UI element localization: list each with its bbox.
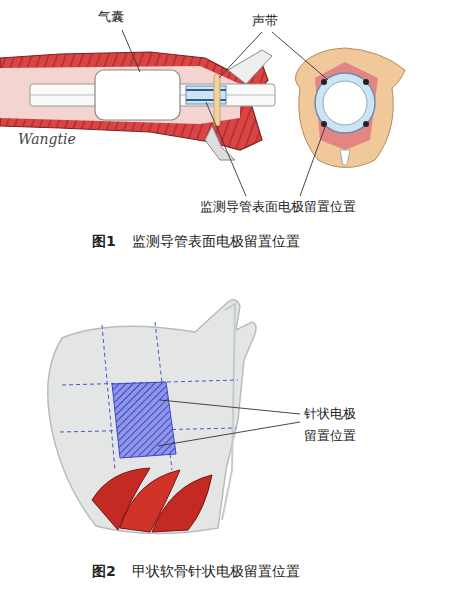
leader-lines bbox=[158, 400, 300, 446]
electrode-dot bbox=[363, 79, 369, 85]
electrode-dot bbox=[321, 79, 327, 85]
cartilage-outline bbox=[48, 300, 256, 534]
part-label: 针状电极 留置位置 bbox=[304, 403, 361, 447]
thyroid-cartilage bbox=[48, 300, 256, 534]
cuff bbox=[95, 70, 180, 120]
epiglottis bbox=[228, 50, 272, 84]
part-label: 监测导管表面电极留置位置 bbox=[200, 198, 356, 216]
leader-lines bbox=[122, 30, 328, 196]
figure-number: 图2 bbox=[92, 562, 116, 580]
leader-line bbox=[158, 422, 300, 446]
electrode-dot bbox=[321, 121, 327, 127]
part-label: 气囊 bbox=[98, 8, 124, 26]
tube-ring bbox=[315, 73, 375, 133]
figure-caption: 甲状软骨针状电极留置位置 bbox=[132, 562, 300, 580]
cartilage-edge bbox=[222, 304, 235, 520]
leader-line bbox=[300, 127, 325, 196]
part-label: 声带 bbox=[252, 12, 278, 30]
leader-line bbox=[272, 32, 328, 80]
commissure bbox=[340, 150, 350, 165]
cricothyroid-muscle bbox=[92, 468, 212, 532]
vocal-folds bbox=[315, 62, 378, 150]
leader-line bbox=[122, 30, 140, 72]
figure-number: 图1 bbox=[92, 232, 116, 250]
tube-lumen bbox=[323, 81, 367, 125]
leader-line bbox=[219, 32, 262, 78]
figure-caption: 监测导管表面电极留置位置 bbox=[132, 232, 300, 250]
grid-lines bbox=[60, 322, 238, 470]
leader-line bbox=[206, 102, 246, 196]
needle-electrode-area bbox=[112, 382, 176, 458]
electrode-dot bbox=[363, 121, 369, 127]
cartilage bbox=[205, 126, 235, 160]
vocal-cord bbox=[214, 74, 220, 126]
signature: Wangtie bbox=[18, 130, 76, 148]
leader-line bbox=[160, 400, 300, 414]
